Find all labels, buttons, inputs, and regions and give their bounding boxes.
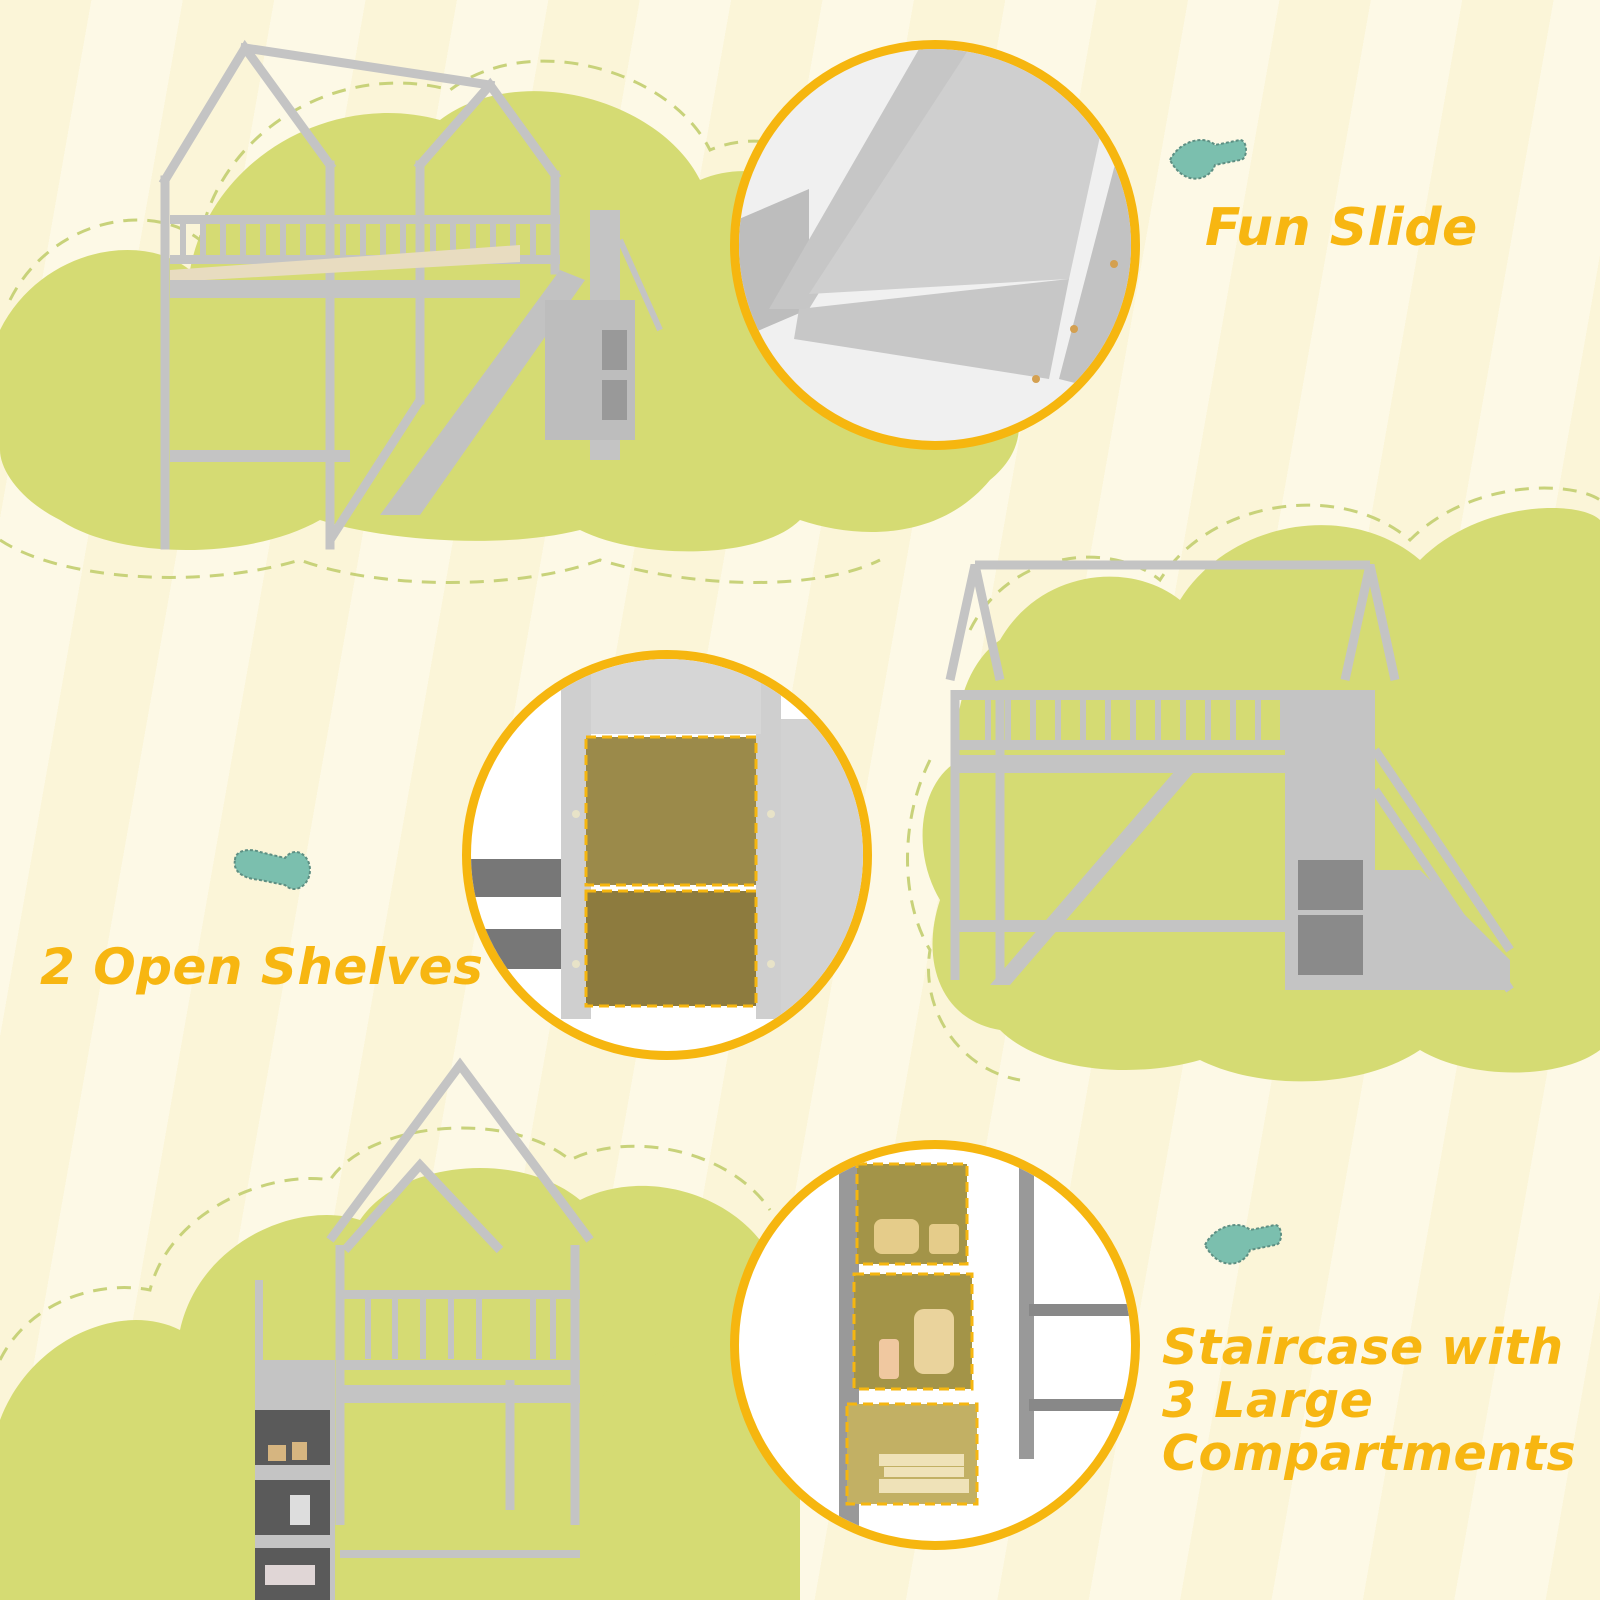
feature-label-staircase-line-1: Staircase with <box>1162 1319 1564 1376</box>
feature-label-staircase-line-2: 3 Large <box>1162 1371 1374 1429</box>
feature-label-staircase-line-3: Compartments <box>1162 1424 1577 1482</box>
staircase-closeup-image <box>730 1140 1140 1550</box>
arrow-pointing-left-icon <box>1203 1223 1282 1265</box>
arrow-pointing-left-icon <box>1168 138 1247 180</box>
slide-closeup-image <box>730 40 1140 450</box>
arrow-pointing-right-icon <box>233 849 312 890</box>
shelves-closeup-image <box>462 650 872 1060</box>
feature-label-open-shelves: 2 Open Shelves <box>40 938 484 996</box>
feature-label-staircase: Staircase with 3 Large Compartments <box>1162 1319 1577 1482</box>
feature-label-fun-slide: Fun Slide <box>1205 198 1478 258</box>
